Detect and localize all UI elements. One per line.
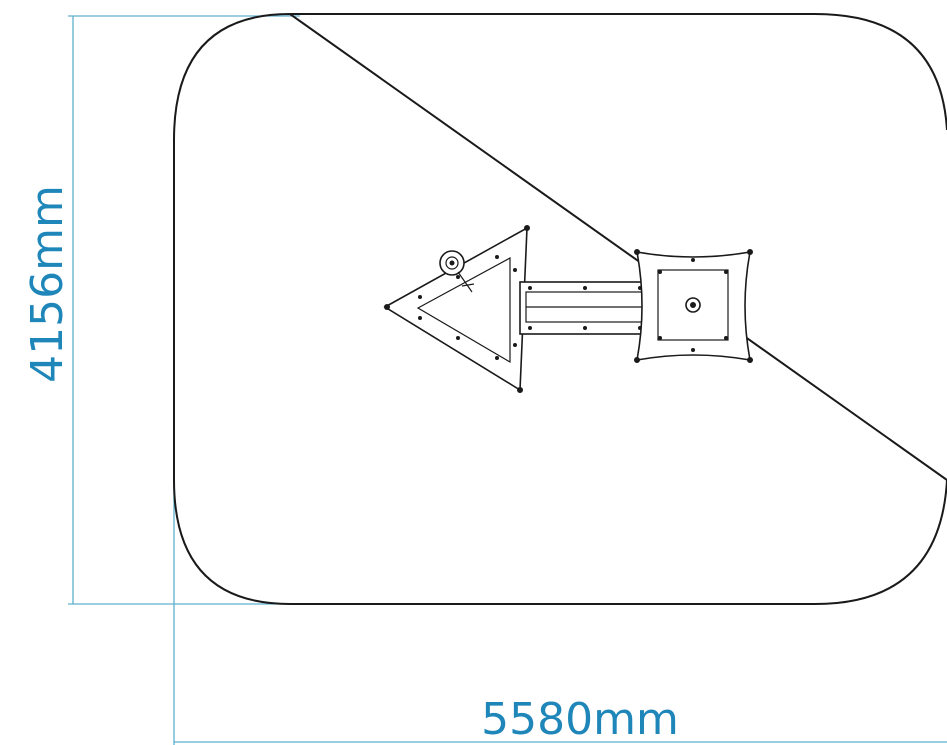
- height-dimension-label: 4156mm: [22, 185, 73, 383]
- tower-platform-inner: [657, 269, 729, 341]
- steering-wheel: [439, 250, 475, 293]
- safety-area-outline: [173, 12, 947, 605]
- height-dimension: 4156mm: [22, 15, 300, 605]
- triangle-platform: [383, 225, 530, 393]
- width-dimension: 5580mm: [173, 440, 947, 745]
- triangle-platform-inner: [416, 256, 511, 364]
- tower-platform: [634, 249, 753, 363]
- width-dimension-label: 5580mm: [481, 694, 679, 745]
